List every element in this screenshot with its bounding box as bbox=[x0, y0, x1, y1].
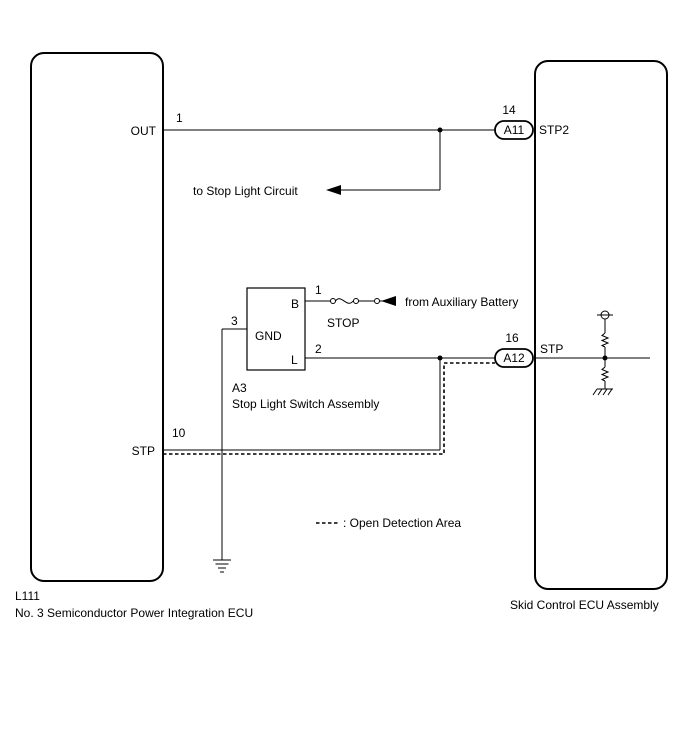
switch-code: A3 bbox=[232, 381, 247, 395]
right-ecu-box bbox=[534, 60, 668, 590]
fuse-terminal bbox=[353, 298, 359, 304]
terminal-b-number: 1 bbox=[315, 283, 322, 297]
left-ecu-box bbox=[30, 52, 164, 582]
stop-light-switch-box bbox=[246, 287, 306, 371]
left-ecu-code: L111 bbox=[15, 589, 40, 603]
terminal-l-number: 2 bbox=[315, 342, 322, 356]
to-stop-light-label: to Stop Light Circuit bbox=[193, 184, 298, 198]
pin-stp-number: 10 bbox=[172, 426, 186, 440]
arrow-left-icon bbox=[381, 296, 396, 306]
terminal-gnd-number: 3 bbox=[231, 314, 238, 328]
terminal-gnd-label: GND bbox=[255, 329, 282, 343]
from-battery-label: from Auxiliary Battery bbox=[405, 295, 518, 309]
connector-a11 bbox=[494, 120, 534, 140]
fuse-label: STOP bbox=[327, 316, 359, 330]
pin-stp2-number: 14 bbox=[502, 103, 516, 117]
ecu-internal-circuit bbox=[535, 310, 650, 396]
pin-out-number: 1 bbox=[176, 111, 183, 125]
open-detection-path bbox=[163, 362, 495, 455]
battery-terminal bbox=[374, 298, 380, 304]
pin-stp-label: STP bbox=[132, 444, 155, 458]
fuse-terminal bbox=[330, 298, 336, 304]
legend-label: : Open Detection Area bbox=[343, 516, 461, 530]
switch-name: Stop Light Switch Assembly bbox=[232, 397, 379, 411]
ground-icon bbox=[213, 559, 231, 573]
connector-a12-label: A12 bbox=[503, 351, 525, 365]
left-ecu-name: No. 3 Semiconductor Power Integration EC… bbox=[15, 606, 253, 620]
connector-a11-label: A11 bbox=[504, 123, 525, 137]
arrow-left-icon bbox=[326, 185, 341, 195]
fuse-icon bbox=[335, 298, 354, 304]
pin-stp2-label: STP2 bbox=[539, 123, 569, 137]
terminal-l-label: L bbox=[291, 353, 298, 367]
pin-stp-right-label: STP bbox=[540, 342, 563, 356]
terminal-b-label: B bbox=[291, 297, 299, 311]
pin-out-label: OUT bbox=[131, 124, 157, 138]
pin-stp-right-number: 16 bbox=[505, 331, 519, 345]
right-ecu-name: Skid Control ECU Assembly bbox=[510, 598, 659, 612]
